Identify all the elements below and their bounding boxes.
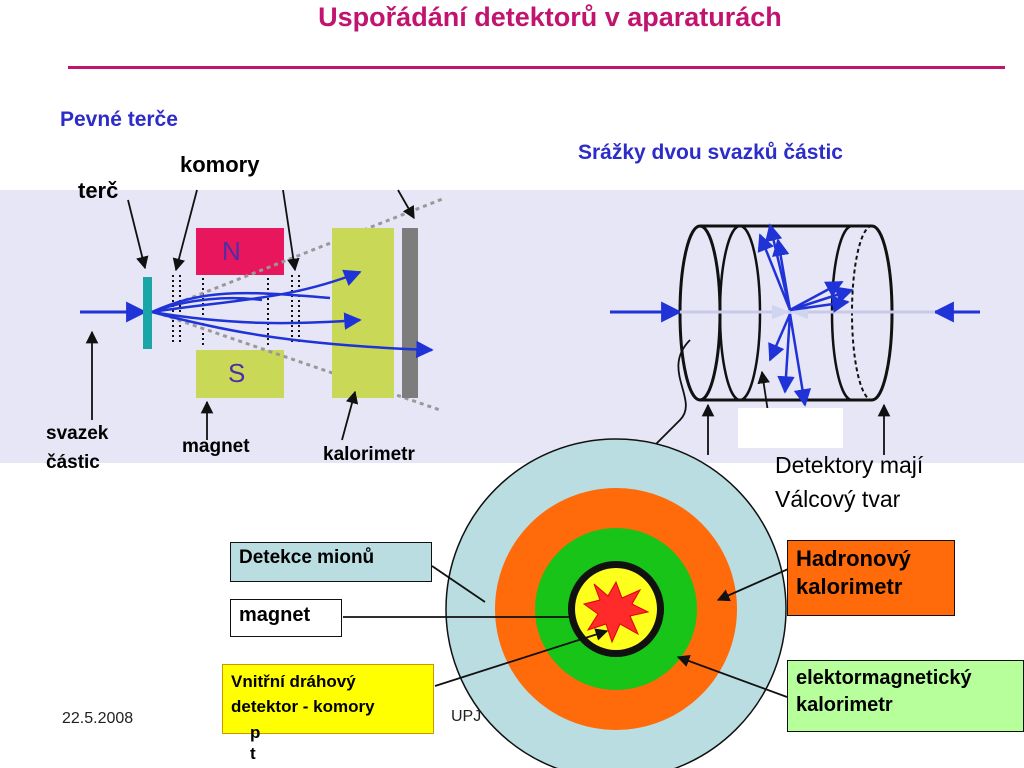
magnet-box: magnet [230, 599, 342, 637]
caption-line2: Válcový tvar [775, 486, 901, 512]
muon-detection-box: Detekce mionů [230, 542, 432, 582]
collider-diagram [610, 223, 980, 471]
calorimeter-block [332, 228, 394, 398]
fixed-target-diagram [80, 189, 446, 441]
footer-partial: UPJ [451, 708, 482, 725]
chambers [172, 275, 300, 345]
label-svazek-line1: svazek [46, 423, 109, 444]
track-1 [151, 269, 362, 314]
tracker-callout-line [434, 628, 609, 687]
muon-callout-line [431, 565, 486, 603]
label-svazek-line2: částic [46, 452, 100, 473]
terc-pointer [127, 199, 149, 270]
label-kalorimetr: kalorimetr [323, 444, 415, 465]
track-2 [151, 310, 434, 359]
back-detector-plane [402, 228, 418, 398]
em-calorimeter-box: elektormagnetický kalorimetr [787, 660, 1024, 732]
em-line1: elektormagnetický [796, 667, 972, 689]
label-mask [738, 408, 843, 448]
track-3 [151, 310, 362, 330]
label-komory: komory [180, 152, 260, 177]
magnet-north-label: N [222, 236, 241, 266]
magnet-south-label: S [228, 358, 246, 388]
komory-pointer-3 [397, 189, 415, 220]
tracker-box: Vnitřní dráhový detektor - komory [222, 664, 434, 734]
acceptance-cone-upper [154, 196, 446, 314]
stray-char-1: p [250, 723, 261, 742]
em-callout-line [676, 654, 788, 698]
label-terc: terč [78, 178, 119, 203]
title-underline [68, 66, 1005, 69]
target-bar [143, 277, 152, 349]
hadron-line1: Hadronový [796, 546, 911, 571]
tracker-line1: Vnitřní dráhový [231, 672, 356, 691]
footer-date: 22.5.2008 [62, 710, 134, 727]
stray-char-2: t [250, 744, 256, 763]
collider-heading: Srážky dvou svazků částic [578, 141, 843, 164]
detector-cross-section [343, 438, 796, 768]
hadron-callout-line [716, 565, 796, 602]
komory-pointer-2 [282, 189, 300, 272]
hadron-calorimeter-box: Hadronový kalorimetr [787, 540, 955, 616]
magnet-south-block [196, 350, 284, 398]
komory-pointer-1 [172, 189, 198, 272]
kalorimetr-pointer [341, 390, 359, 441]
caption-line1: Detektory mají [775, 452, 924, 478]
slide-title: Uspořádání detektorů v aparaturách [318, 2, 782, 32]
hadron-line2: kalorimetr [796, 574, 903, 599]
diagram-band [0, 190, 1024, 463]
tracker-line2: detektor - komory [231, 697, 375, 716]
collision-star-icon [582, 580, 650, 644]
em-line2: kalorimetr [796, 694, 893, 716]
label-magnet: magnet [182, 436, 250, 457]
fixed-target-heading: Pevné terče [60, 108, 178, 131]
